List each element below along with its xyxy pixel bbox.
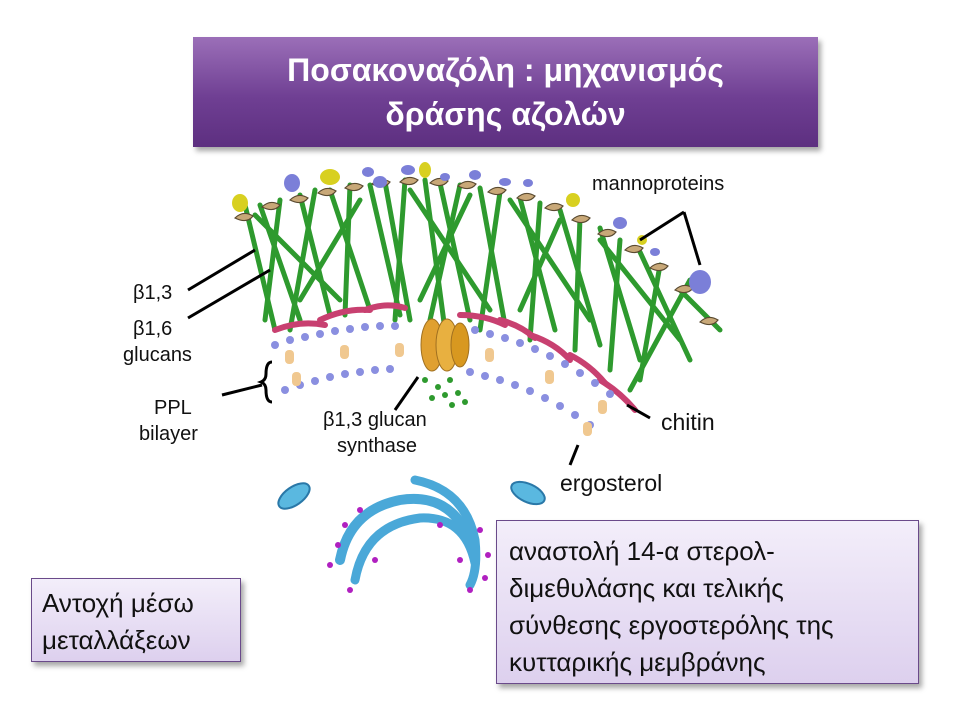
title-line-1: Ποσακοναζόλη : μηχανισμός — [287, 52, 724, 88]
resistance-line-2: μεταλλάξεων — [42, 625, 191, 655]
mannoprotein-heads — [232, 162, 711, 294]
label-b13: β1,3 — [133, 282, 173, 304]
glucan-synthase — [420, 318, 470, 372]
label-ppl: PPL — [154, 397, 192, 419]
label-ergosterol: ergosterol — [560, 470, 663, 496]
label-mannoproteins: mannoproteins — [592, 173, 725, 195]
label-synthase-2: synthase — [337, 435, 418, 457]
mechanism-line-2: διμεθυλάσης και τελικής — [509, 573, 784, 603]
glucan-fibers — [242, 177, 723, 393]
mitochondria — [277, 480, 546, 510]
ergosterol-molecules — [285, 343, 607, 436]
resistance-box: Αντοχή μέσω μεταλλάξεων — [31, 578, 241, 662]
title-line-2: δράσης αζολών — [385, 96, 626, 132]
title-box: Ποσακοναζόλη : μηχανισμός δράσης αζολών — [193, 37, 818, 147]
label-chitin: chitin — [661, 409, 715, 435]
mechanism-line-3: σύνθεσης εργοστερόλης της — [509, 610, 834, 640]
mannoprotein-links — [233, 176, 719, 326]
glucose-particles — [422, 377, 468, 408]
ribosomes — [327, 507, 491, 593]
label-glucans: glucans — [123, 344, 192, 366]
label-bilayer: bilayer — [139, 423, 198, 445]
mechanism-line-4: κυτταρικής μεμβράνης — [509, 647, 766, 677]
mechanism-line-1: αναστολή 14-α στερολ- — [509, 536, 775, 566]
label-synthase-1: β1,3 glucan — [323, 409, 427, 431]
label-b16: β1,6 — [133, 318, 173, 340]
ppl-bilayer — [271, 322, 614, 429]
mechanism-box: αναστολή 14-α στερολ- διμεθυλάσης και τε… — [496, 520, 919, 684]
endoplasmic-reticulum — [335, 475, 481, 590]
resistance-line-1: Αντοχή μέσω — [42, 588, 194, 618]
pointer-lines — [187, 210, 702, 466]
